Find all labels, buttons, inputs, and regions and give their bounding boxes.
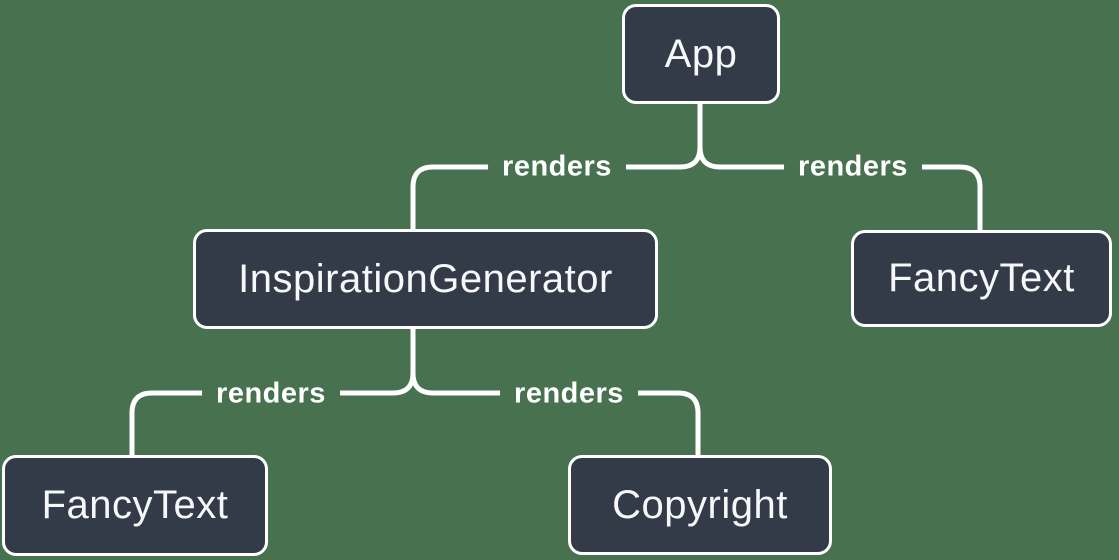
edge-label-renders: renders	[784, 148, 922, 186]
edge-label-renders: renders	[488, 148, 626, 186]
edge-label-renders: renders	[202, 375, 340, 413]
node-fancytext-top: FancyText	[851, 230, 1112, 327]
node-fancytext-bottom: FancyText	[2, 455, 268, 556]
node-copyright: Copyright	[568, 455, 832, 555]
node-inspiration-generator: InspirationGenerator	[193, 229, 658, 329]
edge-label-renders: renders	[500, 375, 638, 413]
node-app: App	[622, 4, 780, 104]
